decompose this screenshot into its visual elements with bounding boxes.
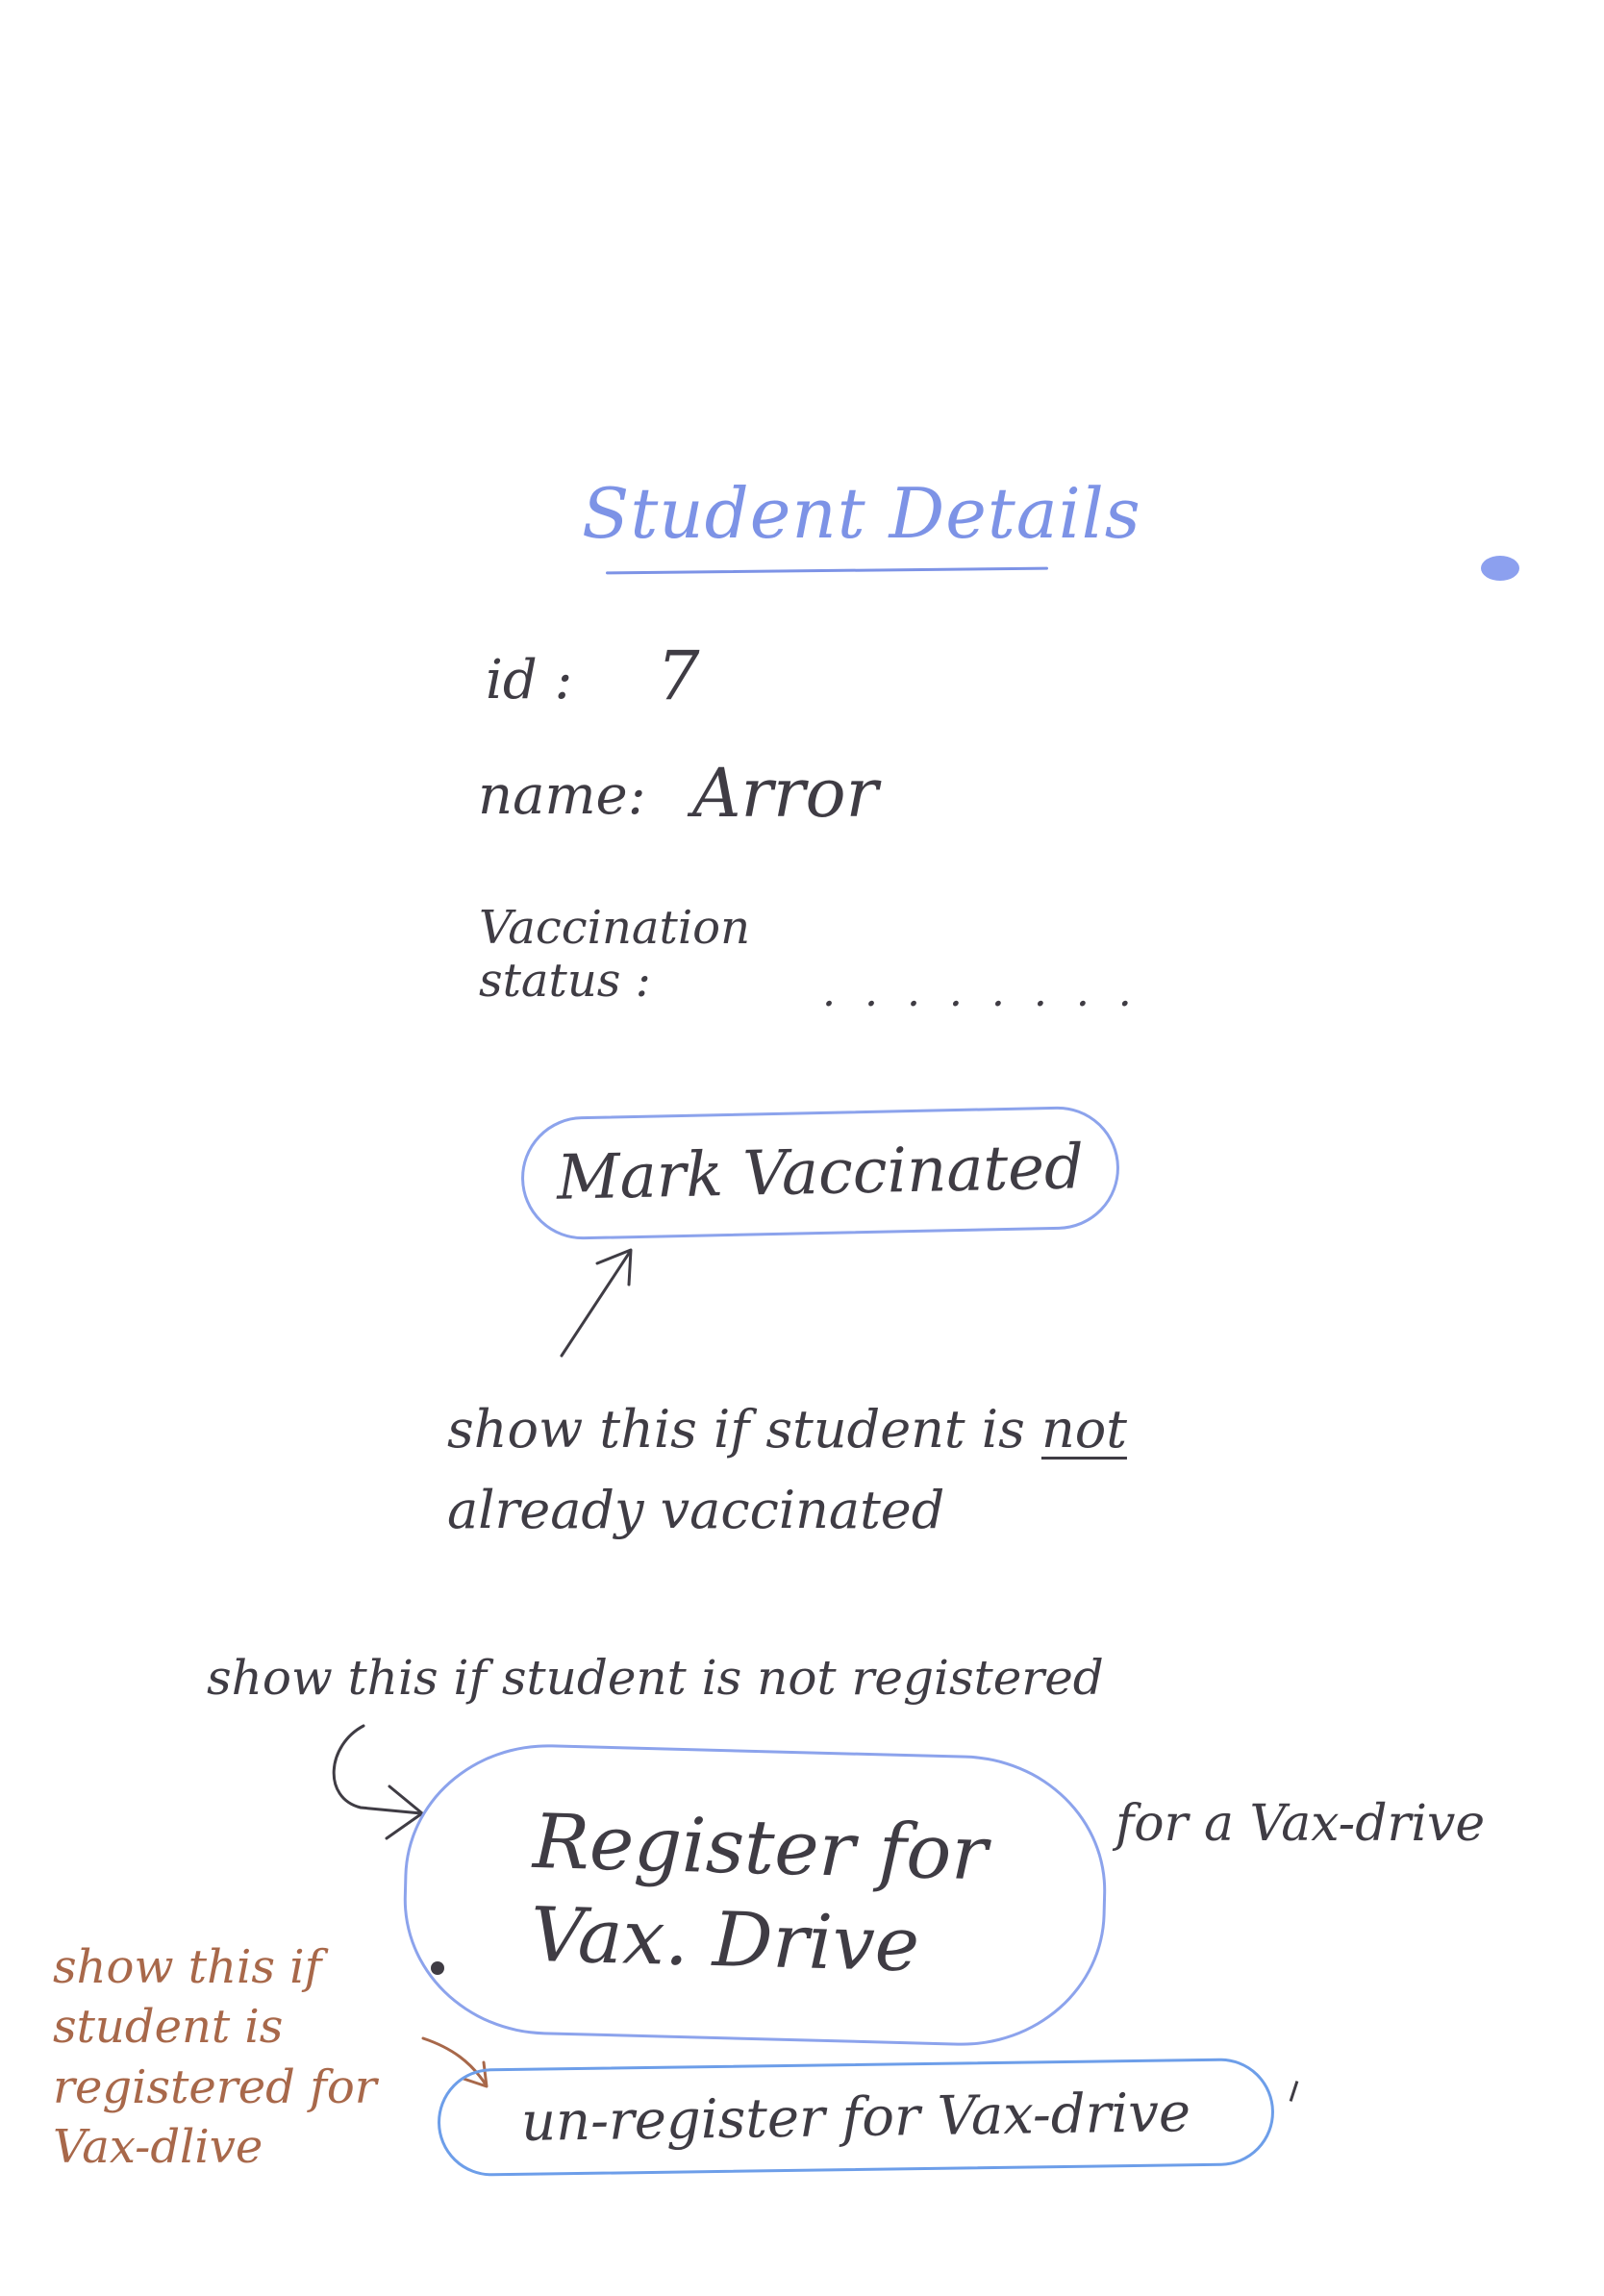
register-vax-drive-button[interactable]: Register for Vax. Drive	[400, 1740, 1110, 2050]
note-emphasis-not: not	[1040, 1399, 1127, 1460]
page-title: Student Details	[582, 473, 1141, 554]
unregister-vax-drive-button[interactable]: un-register for Vax-drive	[437, 2057, 1275, 2178]
register-note: show this if student is not registered	[207, 1650, 1104, 1706]
id-value: 7	[657, 636, 700, 715]
register-note-tail: for a Vax-drive	[1115, 1795, 1486, 1853]
name-label: name:	[478, 764, 646, 827]
vaccination-status-label: Vaccination status :	[479, 901, 750, 1009]
mark-vaccinated-note: show this if student is not already vacc…	[447, 1389, 1313, 1550]
note-text-end: already vaccinated	[447, 1479, 945, 1540]
arrow-down-right-icon	[421, 2036, 489, 2088]
ink-dot-dark	[431, 1961, 444, 1975]
name-value: Arror	[692, 754, 879, 833]
note-text-start: show this if student is	[447, 1399, 1041, 1460]
curved-arrow-right-icon	[332, 1724, 424, 1840]
vaccination-status-value: . . . . . . . .	[822, 967, 1140, 1016]
mark-vaccinated-button[interactable]: Mark Vaccinated	[519, 1105, 1121, 1241]
arrow-up-right-icon	[560, 1248, 633, 1358]
unregister-note: show this if student is registered for V…	[53, 1940, 377, 2175]
id-label: id :	[486, 649, 573, 711]
ink-dot	[1481, 556, 1519, 581]
